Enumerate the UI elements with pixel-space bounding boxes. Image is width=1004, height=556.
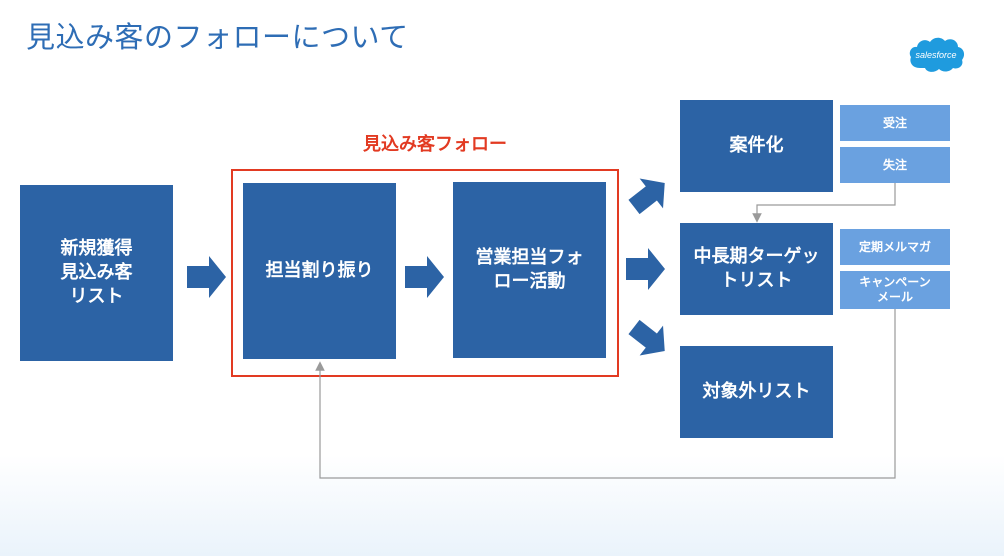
box-assignment: 担当割り振り bbox=[243, 183, 396, 359]
box-assignment-label: 担当割り振り bbox=[265, 260, 374, 281]
box-excluded-list: 対象外リスト bbox=[680, 346, 833, 438]
follow-group-label: 見込み客フォロー bbox=[363, 134, 507, 155]
box-nurture-list: 中長期ターゲッ トリスト bbox=[680, 223, 833, 315]
arrow-to-assignment bbox=[187, 256, 226, 298]
arrow-to-sales-follow bbox=[405, 256, 444, 298]
outcome-campaign-mail: キャンペーン メール bbox=[840, 271, 950, 309]
page-title: 見込み客のフォローについて bbox=[26, 20, 409, 54]
arrow-to-opportunity bbox=[628, 178, 665, 215]
outcome-campaign-mail-label: キャンペーン メール bbox=[859, 275, 931, 304]
cloud-shape bbox=[909, 37, 965, 72]
box-new-lead-list: 新規獲得 見込み客 リスト bbox=[20, 185, 173, 361]
connector-lost-to-nurture bbox=[752, 183, 896, 223]
outcome-newsletter-label: 定期メルマガ bbox=[858, 239, 931, 254]
outcome-won-label: 受注 bbox=[882, 115, 907, 130]
follow-group-frame bbox=[231, 169, 619, 377]
box-excluded-list-label: 対象外リスト bbox=[702, 381, 811, 402]
box-sales-follow-label: 営業担当フォ ロー活動 bbox=[475, 247, 584, 292]
logo-text: salesforce bbox=[915, 50, 956, 60]
box-nurture-list-label: 中長期ターゲッ トリスト bbox=[693, 246, 820, 291]
connector-campaign-to-assignment bbox=[315, 309, 896, 479]
box-opportunity: 案件化 bbox=[680, 100, 833, 192]
outcome-lost: 失注 bbox=[840, 147, 950, 183]
outcome-won: 受注 bbox=[840, 105, 950, 141]
arrow-to-nurture bbox=[626, 248, 665, 290]
box-new-lead-list-label: 新規獲得 見込み客 リスト bbox=[60, 238, 133, 307]
box-opportunity-label: 案件化 bbox=[729, 135, 784, 156]
outcome-newsletter: 定期メルマガ bbox=[840, 229, 950, 265]
box-sales-follow: 営業担当フォ ロー活動 bbox=[453, 182, 606, 358]
salesforce-logo: salesforce bbox=[909, 37, 965, 72]
outcome-lost-label: 失注 bbox=[882, 157, 907, 172]
arrow-to-excluded bbox=[628, 319, 665, 356]
